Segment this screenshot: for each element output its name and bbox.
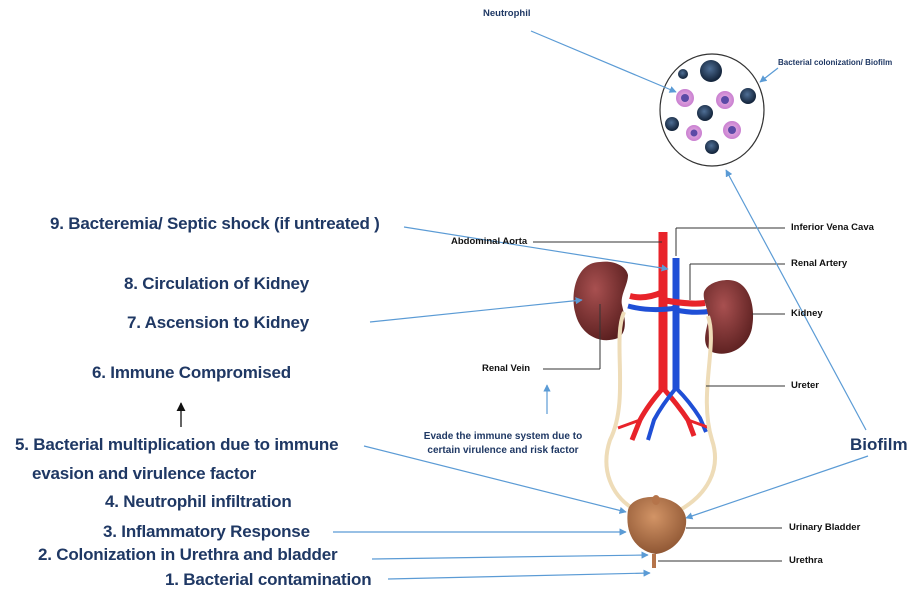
step-1-label: 1. Bacterial contamination [165,570,371,590]
evade-note-line1: Evade the immune system due to [418,430,588,444]
ureter-label: Ureter [791,380,819,391]
evade-note-line2: certain virulence and risk factor [418,444,588,458]
bacterial-colonization-label: Bacterial colonization/ Biofilm [778,58,892,67]
neutrophil-label: Neutrophil [483,8,531,19]
step-8-label: 8. Circulation of Kidney [124,274,309,294]
renal-artery-label: Renal Artery [791,258,847,269]
step-6-label: 6. Immune Compromised [92,363,291,383]
evade-immune-note: Evade the immune system due to certain v… [418,430,588,458]
urinary-bladder [627,495,686,568]
kidney-label: Kidney [791,308,823,319]
urethra-label: Urethra [789,555,823,566]
biofilm-label: Biofilm [850,435,908,455]
inferior-vena-cava-label: Inferior Vena Cava [791,222,874,233]
renal-vein-label: Renal Vein [482,363,530,374]
abdominal-aorta-label: Abdominal Aorta [451,236,527,247]
step-4-label: 4. Neutrophil infiltration [105,492,292,512]
step-3-label: 3. Inflammatory Response [103,522,310,542]
step-2-label: 2. Colonization in Urethra and bladder [38,545,337,565]
step-5-label-line2: evasion and virulence factor [32,464,256,484]
urinary-bladder-label: Urinary Bladder [789,522,860,533]
step-7-label: 7. Ascension to Kidney [127,313,309,333]
step-9-label: 9. Bacteremia/ Septic shock (if untreate… [50,214,380,234]
biofilm-circle [660,54,764,166]
step-5-label-line1: 5. Bacterial multiplication due to immun… [15,435,338,455]
